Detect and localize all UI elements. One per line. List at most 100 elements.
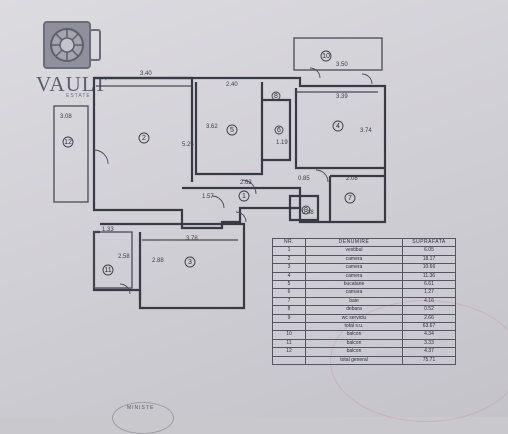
- table-cell: 3.33: [402, 338, 456, 349]
- table-cell: 6.05: [402, 246, 456, 256]
- room-number: 1: [242, 193, 246, 200]
- room-number: 12: [64, 139, 72, 146]
- table-cell: camera: [305, 263, 403, 273]
- door-swing: [235, 211, 247, 223]
- dim-label: 2.88: [152, 258, 164, 264]
- table-cell: 18.17: [402, 254, 456, 265]
- lower-wall: [92, 222, 246, 310]
- dim-label: 1.33: [102, 227, 114, 233]
- dim-label: 1.19: [276, 140, 288, 146]
- dim-label: 0.85: [298, 176, 310, 182]
- table-cell: wc serviciu: [305, 313, 403, 324]
- balcony-12-outline: [53, 105, 89, 203]
- table-cell: 5: [272, 280, 306, 290]
- dim-label: 2.40: [226, 82, 238, 88]
- table-cell: 1: [272, 246, 306, 256]
- stamp-text: MINISTE: [127, 405, 155, 411]
- table-cell: 3: [272, 263, 306, 273]
- wc-wall: [288, 194, 320, 222]
- vestibule-wall: [182, 186, 302, 208]
- table-cell: debara: [305, 305, 403, 315]
- room-number: 7: [348, 195, 352, 202]
- dim-label: 3.50: [336, 62, 348, 68]
- balcony-11-outline: [93, 231, 133, 289]
- table-cell: bucatarie: [305, 280, 403, 290]
- table-cell: 2.66: [402, 313, 456, 324]
- table-cell: camara: [305, 288, 403, 298]
- table-cell: 11: [272, 338, 306, 349]
- dim-label: 2.63: [240, 180, 252, 186]
- table-header: DENUMIRE: [305, 237, 403, 248]
- dim-label: 3.08: [60, 114, 72, 120]
- logo-subtitle: ESTATE: [66, 93, 91, 99]
- table-cell: camera: [305, 271, 403, 282]
- room-number: 9: [304, 207, 308, 214]
- table-cell: baie: [305, 296, 403, 307]
- table-cell: total general: [305, 355, 403, 366]
- table-cell: 6.61: [402, 280, 456, 290]
- table-cell: 4.34: [402, 330, 456, 340]
- table-header: SUPRAFATA: [402, 237, 456, 248]
- table-row: total s.u.63.67: [272, 322, 456, 332]
- door-swing: [361, 73, 373, 85]
- official-stamp: MINISTE: [112, 402, 174, 434]
- table-cell: camera: [305, 254, 403, 265]
- table-cell: 10: [272, 330, 306, 340]
- table-cell: 4.16: [402, 296, 456, 307]
- table-cell: vestibul: [305, 246, 403, 256]
- door-swing: [241, 179, 257, 195]
- table-cell: total s.u.: [305, 322, 403, 332]
- table-cell: 11.36: [402, 271, 456, 282]
- vault-door-icon: [43, 21, 101, 69]
- door-swing: [315, 169, 329, 183]
- dim-label: 5.25: [182, 142, 194, 148]
- table-header: NR.: [272, 237, 306, 248]
- table-cell: 63.67: [402, 322, 456, 332]
- table-cell: 6: [272, 288, 306, 298]
- table-cell: 75.71: [402, 355, 456, 366]
- table-cell: 4: [272, 271, 306, 282]
- dim-label: 0.48: [302, 210, 314, 216]
- room-number: 11: [104, 267, 111, 274]
- room7-wall: [328, 174, 385, 222]
- dim-label: 3.74: [360, 128, 372, 134]
- outer-wall: [92, 76, 387, 230]
- table-cell: 1.27: [402, 288, 456, 298]
- vault-logo: [38, 20, 110, 100]
- table-cell: 8: [272, 305, 306, 315]
- bath-wall: [262, 98, 292, 162]
- room-number: 4: [336, 123, 340, 130]
- table-cell: 9: [272, 313, 306, 324]
- table-cell: 10.66: [402, 263, 456, 273]
- room-number: 10: [322, 53, 330, 60]
- table-cell: 12: [272, 347, 306, 357]
- dim-label: 1.57: [202, 194, 214, 200]
- dim-label: 3.62: [206, 124, 218, 130]
- door-swing: [211, 195, 225, 209]
- room-number: 5: [230, 127, 234, 134]
- room-number: 3: [188, 259, 192, 266]
- room-number: 6: [277, 127, 281, 134]
- table-cell: balcon: [305, 338, 403, 349]
- door-swing: [119, 283, 131, 295]
- table-cell: 4.37: [402, 347, 456, 357]
- dim-label: 2.58: [118, 254, 130, 260]
- door-swing: [309, 67, 321, 79]
- dim-label: 2.08: [346, 176, 358, 182]
- room2-wall: [94, 76, 194, 182]
- table-header-row: NR. DENUMIRE SUPRAFATA: [272, 237, 456, 248]
- room4-wall: [294, 88, 385, 170]
- balcony-10-outline: [293, 37, 383, 71]
